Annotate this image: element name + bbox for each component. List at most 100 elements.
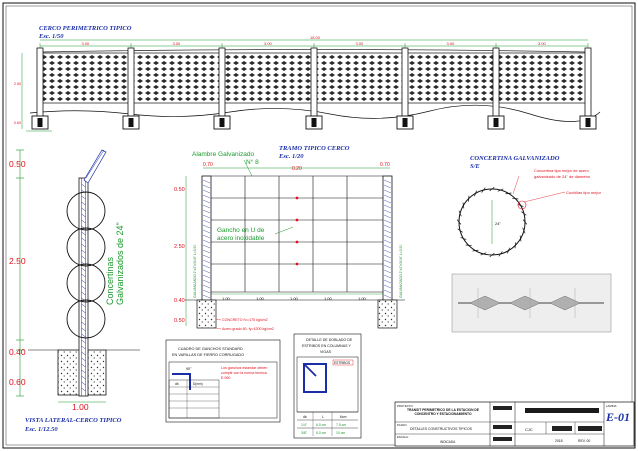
concertina-note-2: galvanizado de 24" de diametro bbox=[534, 174, 591, 179]
post-rung bbox=[81, 243, 86, 248]
post-rung bbox=[383, 239, 392, 244]
post-rung bbox=[383, 199, 392, 204]
post-rung bbox=[202, 289, 211, 294]
post-rung bbox=[383, 289, 392, 294]
post-rung bbox=[383, 249, 392, 254]
post-rung bbox=[383, 214, 392, 219]
fence-post bbox=[584, 47, 592, 119]
post-rung bbox=[202, 264, 211, 269]
stirrups-r2-db: 3/8" bbox=[301, 431, 308, 435]
perimeter-title: CERCO PERIMETRICO TIPICO bbox=[39, 25, 132, 32]
barb bbox=[514, 242, 517, 249]
tramo-top-mid: 0.20 bbox=[292, 166, 302, 172]
hooks-title-2: EN VARILLAS DE FIERRO CORRUGADO bbox=[172, 353, 244, 357]
post-rung bbox=[81, 351, 86, 356]
post-rung bbox=[383, 189, 392, 194]
tramo-wire-label: Alambre Galvanizado bbox=[192, 151, 255, 158]
post-rung bbox=[202, 199, 211, 204]
post-rung bbox=[202, 229, 211, 234]
stirrups-r2-l: 8.0 cm bbox=[316, 431, 326, 435]
post-rung bbox=[81, 255, 86, 260]
tb-rev: REV. 00 bbox=[578, 439, 590, 443]
post-rung bbox=[202, 259, 211, 264]
post-footing-core bbox=[585, 118, 591, 127]
bay-dimension-label: 3.00 bbox=[264, 41, 273, 46]
post-rung bbox=[383, 284, 392, 289]
fence-post bbox=[492, 47, 500, 119]
post-rung bbox=[383, 234, 392, 239]
post-rung bbox=[81, 219, 86, 224]
tb-project-label: PROYECTO: bbox=[397, 404, 414, 408]
stirrups-col-6cm: 6cm bbox=[340, 415, 347, 419]
post-rung bbox=[383, 259, 392, 264]
post-rung bbox=[202, 269, 211, 274]
post-rung bbox=[202, 279, 211, 284]
barb bbox=[457, 228, 463, 233]
post-rung bbox=[202, 179, 211, 184]
stirrups-title-2: ESTRIBOS EN COLUMNAS Y bbox=[302, 344, 351, 348]
tb-scale-label: ESCALA: bbox=[397, 435, 409, 439]
tramo-spacing-3: 1.00 bbox=[290, 296, 299, 301]
post-rung bbox=[202, 219, 211, 224]
post-rung bbox=[81, 207, 86, 212]
post-rung bbox=[81, 231, 86, 236]
tramo-spacing-2: 1.00 bbox=[256, 296, 265, 301]
lateral-title: VISTA LATERAL-CERCO TIPICO bbox=[25, 417, 122, 424]
tramo-wire-gauge: N° 8 bbox=[246, 158, 259, 166]
hooks-table: CUADRO DE GANCHOS STANDARD EN VARILLAS D… bbox=[165, 339, 281, 423]
post-footing-core bbox=[219, 118, 225, 127]
fence-post bbox=[310, 47, 318, 119]
stirrups-col-l: L bbox=[322, 415, 324, 419]
post-rung bbox=[202, 239, 211, 244]
hooks-title-1: CUADRO DE GANCHOS STANDARD bbox=[178, 347, 243, 351]
stirrups-title-3: VIGAS bbox=[320, 350, 332, 354]
post-rung bbox=[383, 179, 392, 184]
post-rung bbox=[81, 267, 86, 272]
concertina-coil-2 bbox=[66, 227, 106, 267]
lateral-dimension-ticks bbox=[16, 149, 24, 397]
post-rung bbox=[81, 261, 86, 266]
concertina-detail: CONCERTINA GALVANIZADO S/E Concertina ti… bbox=[451, 155, 612, 333]
post-rung bbox=[383, 194, 392, 199]
post-rung bbox=[81, 291, 86, 296]
lateral-dim-width: 1.00 bbox=[72, 402, 89, 412]
perimeter-height-dim: 2.50 bbox=[14, 82, 21, 86]
concertina-note-3: Cuchillas tipo mejor bbox=[566, 190, 602, 195]
concertina-coil-4 bbox=[66, 299, 106, 339]
concertina-title: CONCERTINA GALVANIZADO bbox=[470, 155, 560, 162]
concertina-scale: S/E bbox=[470, 163, 480, 170]
tb-code: CJC bbox=[525, 427, 533, 432]
post-rung bbox=[202, 184, 211, 189]
concertina-note-1: Concertina tipo mejor de acero bbox=[534, 168, 589, 173]
bay-dimension-label: 3.00 bbox=[447, 41, 456, 46]
hooks-col-d: D(mm) bbox=[193, 382, 203, 386]
post-rung bbox=[383, 294, 392, 299]
concertina-coil-3 bbox=[66, 263, 106, 303]
post-rung bbox=[81, 273, 86, 278]
blade-callout bbox=[517, 200, 527, 210]
tb-scale: INDICADA bbox=[440, 440, 456, 444]
stirrups-r2-6: 10 cm bbox=[336, 431, 345, 435]
post-rung bbox=[81, 249, 86, 254]
post-rung bbox=[202, 214, 211, 219]
post-rung bbox=[81, 357, 86, 362]
fence-post bbox=[36, 47, 44, 119]
post-rung bbox=[383, 279, 392, 284]
post-rung bbox=[81, 333, 86, 338]
post-rung bbox=[202, 204, 211, 209]
post-rung bbox=[202, 254, 211, 259]
tramo-dim-main: 2.50 bbox=[174, 244, 185, 250]
tramo-concrete-note: CONCRETO f'c=175 kg/cm2 bbox=[222, 318, 268, 322]
concertina-barbs bbox=[456, 186, 528, 258]
post-rung bbox=[81, 225, 86, 230]
fence-post bbox=[401, 47, 409, 119]
post-footing-core bbox=[493, 118, 499, 127]
post-rung bbox=[202, 274, 211, 279]
post-rung bbox=[383, 274, 392, 279]
post-rung bbox=[383, 209, 392, 214]
tramo-dim-base: 0.50 bbox=[174, 318, 185, 324]
hook-mark bbox=[295, 240, 299, 244]
post-rung bbox=[81, 381, 86, 386]
tramo-detail: TRAMO TIPICO CERCO Esc. 1/20 Alambre Gal… bbox=[174, 145, 405, 331]
post-rung bbox=[81, 183, 86, 188]
